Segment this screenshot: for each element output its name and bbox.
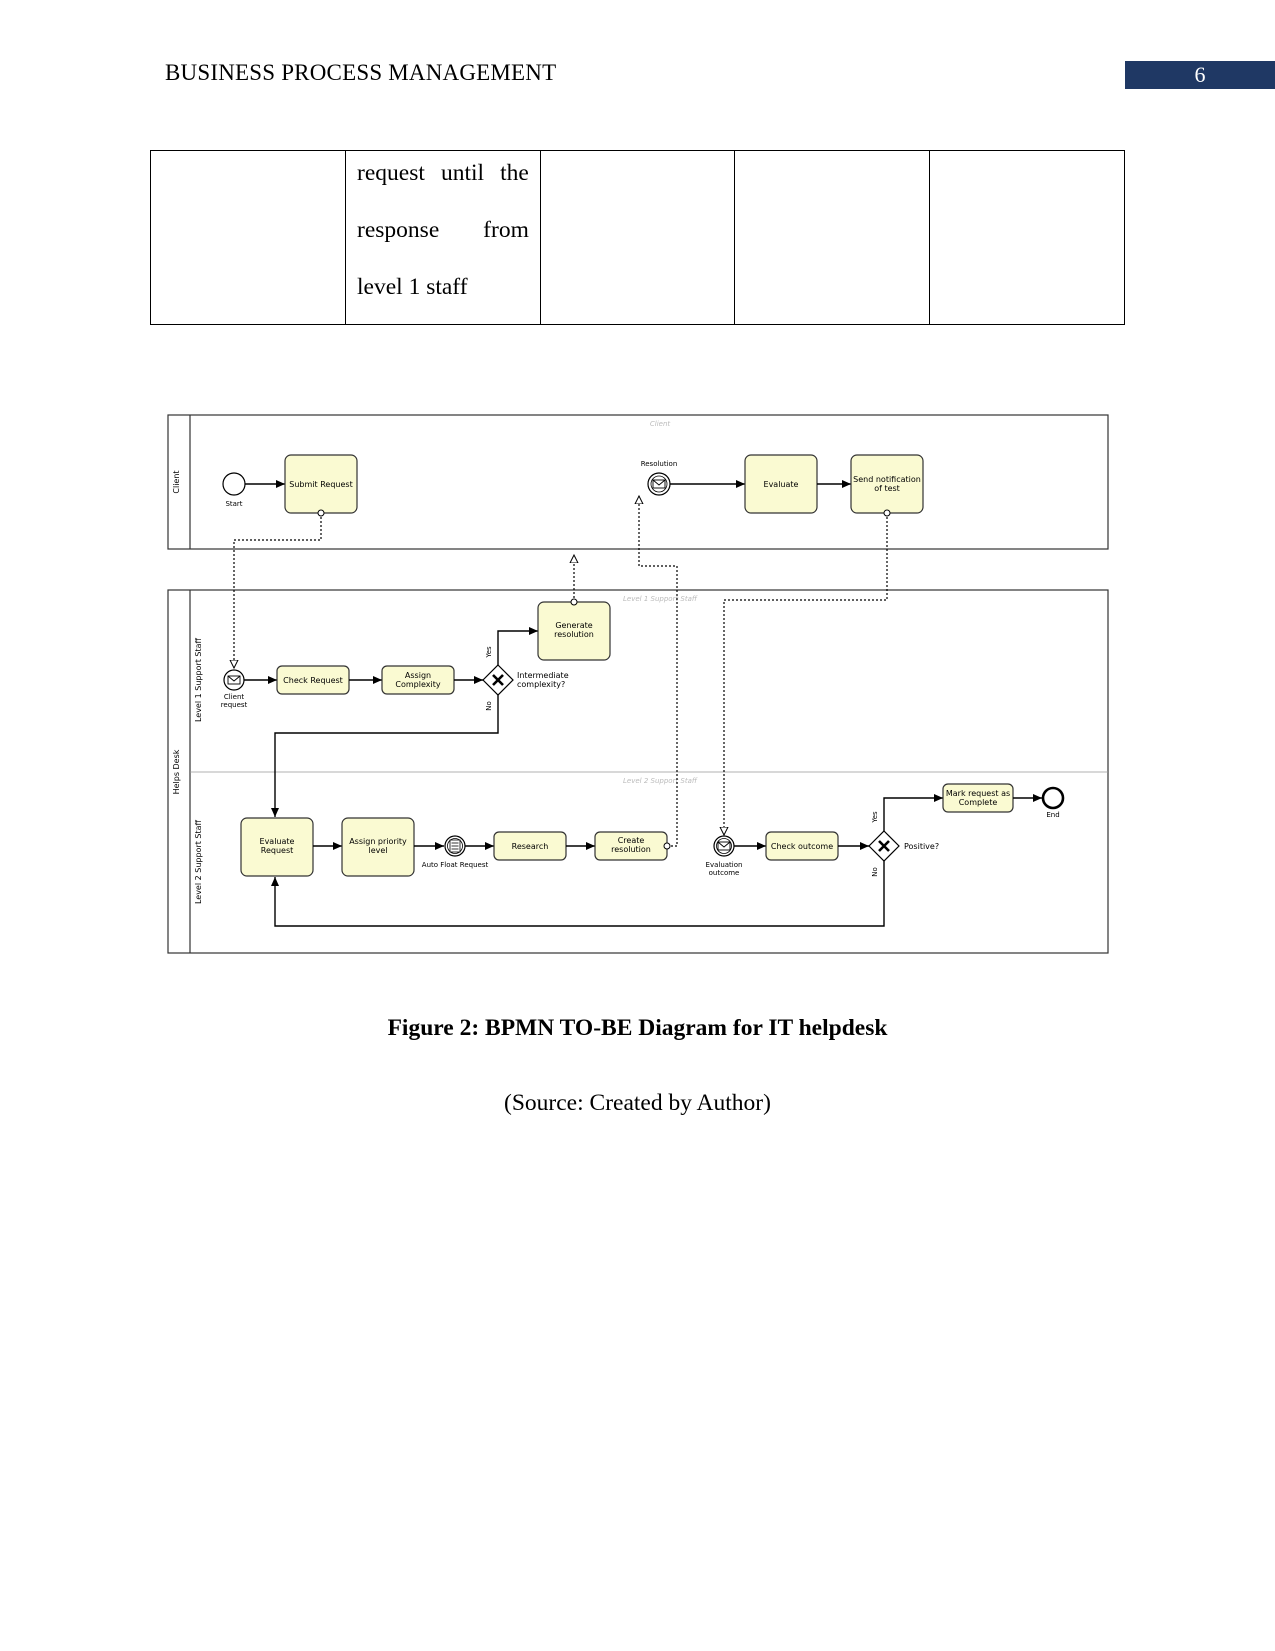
table-cell (928, 150, 1126, 325)
figure-source: (Source: Created by Author) (504, 1090, 771, 1116)
gateway-label: complexity? (517, 680, 565, 689)
flow-gateway-no (271, 695, 499, 817)
word: until (440, 160, 485, 186)
word: response (357, 217, 440, 243)
yes-label: Yes (871, 811, 879, 824)
start-label: Start (225, 500, 242, 508)
gateway-label: Intermediate (517, 671, 569, 680)
page-number: 6 (1125, 61, 1275, 89)
client-lane-title: Client (650, 420, 671, 428)
text-line: response from (357, 202, 529, 259)
event-label: request (221, 701, 248, 709)
conditional-icon (449, 839, 461, 853)
task-evaluate-request: Evaluate Request (240, 817, 314, 877)
task-label: Complexity (395, 680, 440, 689)
event-label: Evaluation (706, 861, 743, 869)
helpdesk-pool: Helps Desk Level 1 Support Staff Level 2… (167, 589, 1109, 954)
task-create-resolution: Create resolution (594, 831, 668, 861)
task-label: Evaluate (764, 480, 799, 489)
task-label: level (368, 846, 387, 855)
client-pool-label: Client (172, 470, 181, 493)
envelope-icon (717, 841, 731, 851)
envelope-icon (652, 479, 666, 489)
task-send-notification: Send notification of test (850, 454, 924, 514)
text-line: request until the (357, 145, 529, 202)
resolution-message-event: Resolution (641, 460, 678, 496)
table-cell: request until the response from level 1 … (345, 150, 541, 325)
bpmn-diagram: Client Client Helps Desk Level 1 Support… (165, 412, 1111, 958)
task-assign-complexity: Assign Complexity (381, 665, 455, 695)
cell-text: request until the response from level 1 … (346, 145, 540, 316)
message-flow-create-to-resolution (639, 496, 678, 846)
word: request (357, 160, 425, 186)
word: the (500, 160, 529, 186)
level1-lane-label: Level 1 Support Staff (194, 637, 203, 722)
no-label: No (871, 867, 879, 877)
task-submit-request: Submit Request (284, 454, 358, 514)
task-label: Create (618, 836, 645, 845)
x-icon (878, 840, 890, 852)
end-event: End (1041, 786, 1065, 819)
start-event: Start (222, 472, 246, 508)
task-label: Research (512, 842, 549, 851)
task-check-outcome: Check outcome (765, 831, 839, 861)
flow-gateway-yes (497, 627, 538, 665)
task-label: resolution (611, 845, 651, 854)
task-generate-resolution: Generate resolution (537, 601, 611, 661)
header-title: BUSINESS PROCESS MANAGEMENT (165, 60, 557, 85)
figure-caption: Figure 2: BPMN TO-BE Diagram for IT help… (387, 1015, 888, 1041)
no-label: No (485, 701, 493, 711)
event-label: Resolution (641, 460, 678, 468)
word: from (483, 217, 529, 243)
table-cell (733, 150, 930, 325)
table-cell (149, 150, 347, 325)
event-label: Auto Float Request (422, 861, 489, 869)
task-mark-complete: Mark request as Complete (942, 783, 1014, 813)
word: level 1 staff (357, 274, 468, 300)
envelope-icon (227, 675, 241, 685)
message-flow-submit-to-clientreq (234, 513, 321, 668)
task-assign-priority: Assign priority level (341, 817, 415, 877)
table-row: request until the response from level 1 … (149, 150, 1126, 325)
text-line: level 1 staff (357, 259, 529, 316)
task-label: Complete (959, 798, 998, 807)
helpdesk-pool-label: Helps Desk (172, 749, 181, 794)
task-check-request: Check Request (276, 665, 350, 695)
task-label: Check outcome (771, 842, 833, 851)
flow-positive-no (271, 861, 885, 927)
task-label: of test (874, 484, 900, 493)
task-label: Assign priority (349, 837, 407, 846)
table-cell (539, 150, 735, 325)
event-label: outcome (709, 869, 740, 877)
task-research: Research (493, 831, 567, 861)
continued-table: request until the response from level 1 … (149, 150, 1126, 325)
complexity-gateway: Intermediate complexity? Yes No (482, 646, 569, 711)
task-label: Generate (555, 621, 592, 630)
x-icon (492, 674, 504, 686)
event-label: Client (224, 693, 245, 701)
client-request-message-event: Client request (221, 669, 248, 709)
task-label: Request (261, 846, 294, 855)
task-label: resolution (554, 630, 594, 639)
task-label: Assign (405, 671, 431, 680)
task-label: Send notification (853, 475, 921, 484)
level2-lane-title: Level 2 Support Staff (623, 777, 698, 785)
gateway-label: Positive? (904, 842, 939, 851)
end-label: End (1046, 811, 1059, 819)
level1-lane-title: Level 1 Support Staff (623, 595, 698, 603)
task-label: Submit Request (289, 480, 352, 489)
task-evaluate: Evaluate (744, 454, 818, 514)
task-label: Evaluate (260, 837, 295, 846)
message-flow-send-to-evaloutcome (724, 513, 887, 835)
yes-label: Yes (485, 646, 493, 659)
task-label: Mark request as (946, 789, 1010, 798)
task-label: Check Request (283, 676, 343, 685)
level2-lane-label: Level 2 Support Staff (194, 819, 203, 904)
